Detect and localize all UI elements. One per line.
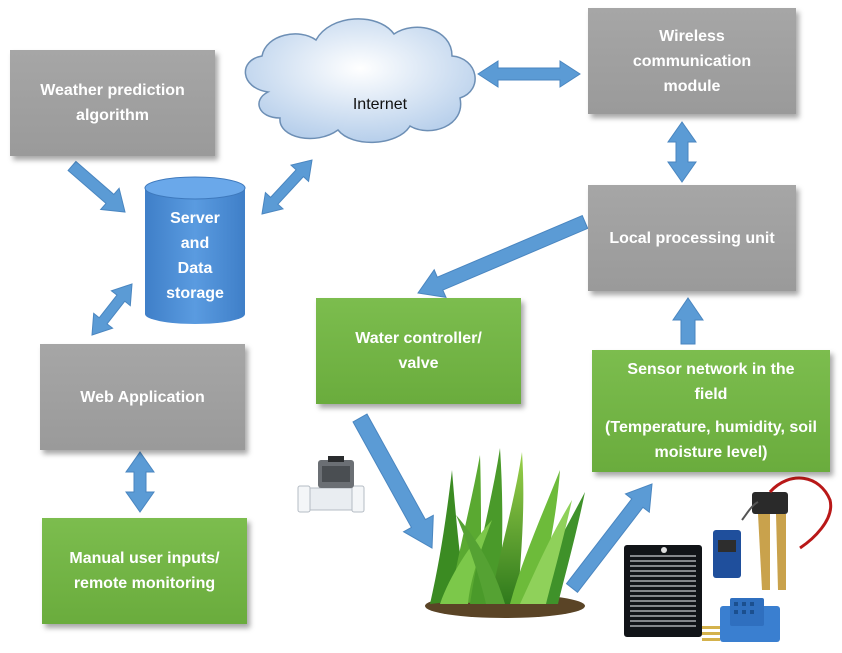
wireless-module-label: Wireless communication module (632, 27, 752, 95)
weather-prediction-label: Weather prediction algorithm (40, 82, 185, 124)
web-application-box: Web Application (40, 344, 245, 450)
sensor-network-details: (Temperature, humidity, soil moisture le… (605, 419, 817, 461)
soil-moisture-sensor-image (713, 476, 833, 590)
manual-inputs-label: Manual user inputs/ remote monitoring (69, 550, 220, 592)
arrow-server-web (91, 283, 133, 336)
sensor-network-box: Sensor network in the field (Temperature… (592, 350, 830, 472)
arrow-web-manual (125, 451, 155, 513)
water-controller-label: Water controller/ valve (355, 330, 482, 372)
arrow-wireless-local (667, 121, 697, 183)
arrow-sensor-to-local (672, 297, 704, 345)
solenoid-valve-image (297, 456, 365, 513)
manual-inputs-box: Manual user inputs/ remote monitoring (42, 518, 247, 624)
arrow-grass-to-sensor (565, 483, 653, 594)
server-label: Server and Data storage (145, 206, 245, 306)
server-line-1: Server (170, 210, 220, 227)
rain-sensor-image (624, 545, 702, 637)
arrow-weather-to-server (67, 160, 126, 213)
humidity-sensor-image (702, 598, 780, 642)
arrow-server-internet (261, 159, 313, 215)
internet-label: Internet (352, 96, 408, 113)
arrow-water-to-grass (352, 413, 434, 549)
internet-cloud (244, 18, 476, 143)
arrow-local-to-water (417, 214, 589, 299)
server-cylinder (144, 176, 246, 324)
web-application-label: Web Application (80, 388, 205, 406)
local-processing-box: Local processing unit (588, 185, 796, 291)
arrow-group (67, 60, 704, 594)
server-line-3: Data (177, 260, 213, 277)
water-controller-box: Water controller/ valve (316, 298, 521, 404)
local-processing-label: Local processing unit (609, 229, 775, 247)
arrow-internet-wireless (477, 60, 581, 88)
sensor-network-label: Sensor network in the field (627, 361, 795, 403)
server-line-4: storage (166, 285, 224, 302)
wireless-module-box: Wireless communication module (588, 8, 796, 114)
grass-image (425, 448, 585, 618)
server-line-2: and (180, 235, 210, 252)
weather-prediction-box: Weather prediction algorithm (10, 50, 215, 156)
